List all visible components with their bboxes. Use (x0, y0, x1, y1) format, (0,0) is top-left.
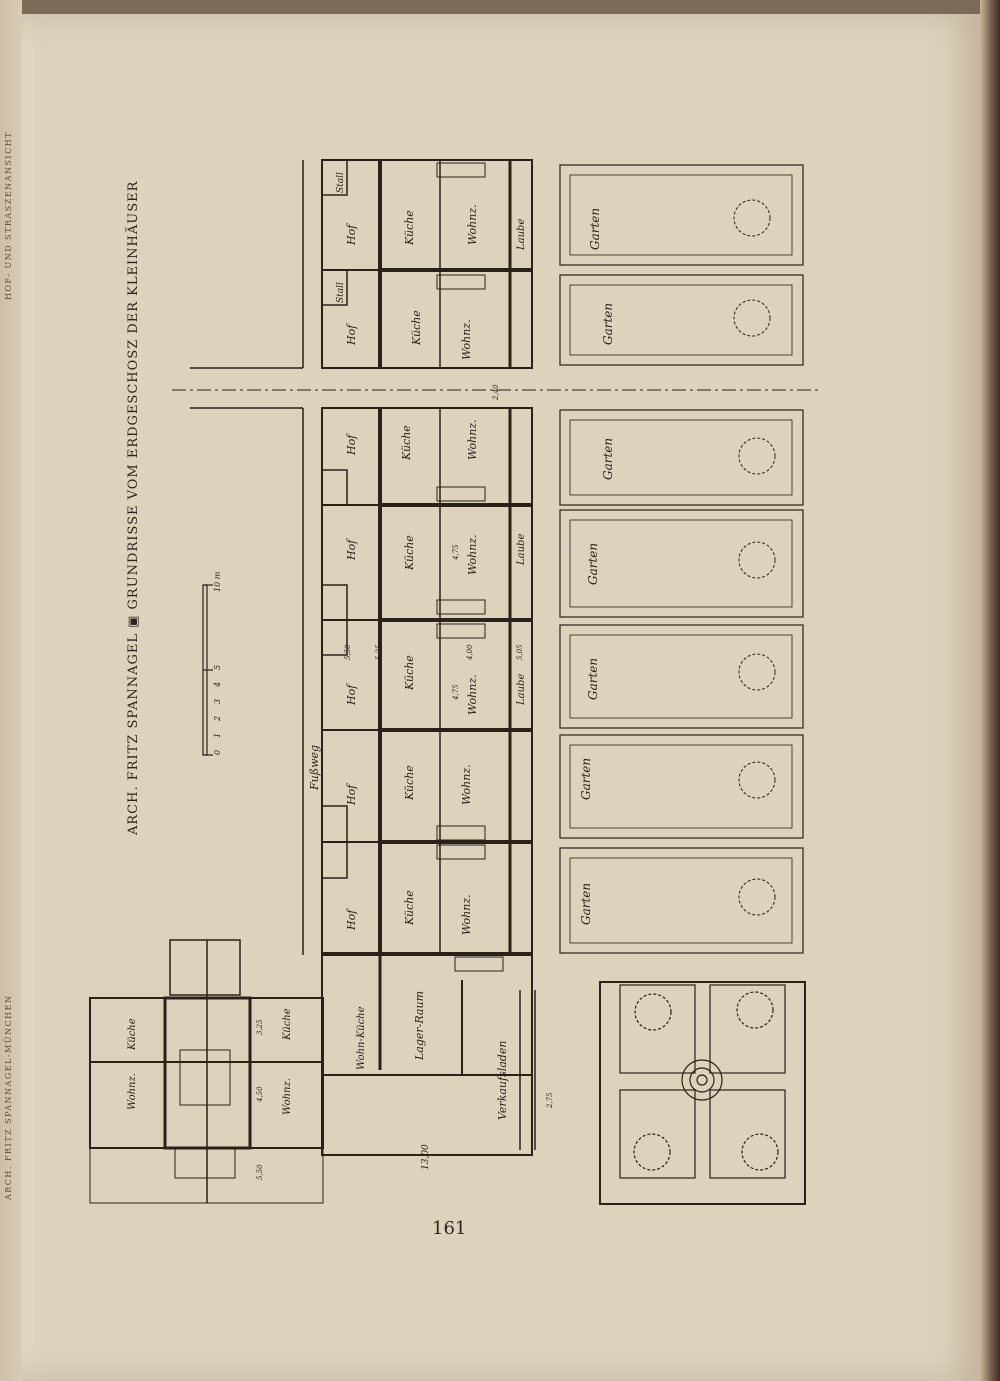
page-gutter: HOF- UND STRASZENANSICHT ARCH. FRITZ SPA… (0, 0, 22, 1381)
scale-tick-label: 4 (213, 682, 222, 688)
label-garten-2: Garten (601, 303, 615, 345)
label-kueche-5: Küche (403, 655, 416, 691)
label-laube-1: Laube (516, 219, 527, 251)
label-laube-3: Laube (516, 674, 527, 706)
footpath-lines (172, 160, 820, 955)
label-wohnz-3: Wohnz. (466, 419, 479, 460)
label-wohnz-4: Wohnz. (466, 534, 479, 575)
lower-house-row (321, 162, 533, 972)
dimension-text: 5,50 (256, 1164, 264, 1180)
label-hof-2: Hof (345, 323, 358, 346)
label-stall-2: Stall (336, 282, 346, 303)
shop-building (321, 954, 536, 1156)
dimension-figures: 4,75 4,75 4,00 5,50 5,05 2,75 2,40 4,50 … (256, 384, 554, 1180)
label-wohnz-5: Wohnz. (466, 674, 479, 715)
label-wohnz-6: Wohnz. (460, 764, 473, 805)
label-laube-2: Laube (516, 534, 527, 566)
scale-tick-label: 3 (213, 699, 222, 704)
label-hof-6: Hof (345, 783, 358, 806)
label-garten-1: Garten (588, 208, 602, 250)
label-wohnz-7: Wohnz. (460, 894, 473, 935)
dimension-text: 2,75 (546, 1092, 554, 1109)
page-edge (980, 0, 1000, 1381)
label-garten-6: Garten (579, 758, 593, 800)
dimension-text: 2,40 (492, 384, 500, 401)
label-kueche-7: Küche (403, 890, 416, 926)
label-garten-7: Garten (579, 883, 593, 925)
scale-tick-label: 5 (213, 665, 222, 670)
page-number: 161 (432, 1218, 467, 1239)
book-page (22, 14, 980, 1381)
scale-tick-label: 1 (213, 733, 222, 738)
scale-tick-label: 10 m (213, 571, 222, 592)
upper-house-block (321, 159, 533, 369)
dimension-text: 3,25 (256, 1019, 264, 1035)
dimension-text: 5,50 (344, 644, 352, 660)
label-wohnz-1: Wohnz. (466, 204, 479, 245)
dimension-text: 5,25 (375, 644, 383, 660)
dimension-text: 4,75 (452, 684, 460, 701)
label-hof-3: Hof (345, 433, 358, 456)
dimension-text: 4,75 (452, 544, 460, 561)
label-verkaufsladen: Verkaufsladen (496, 1041, 509, 1120)
plan-labels: Hof Hof Hof Hof Hof Hof Hof Stall Stall … (127, 172, 615, 1120)
label-lager-raum: Lager-Raum (413, 991, 426, 1061)
dimension-text: 4,00 (466, 644, 474, 661)
label-kueche-left-2: Küche (282, 1008, 293, 1041)
scale-bar-labels: 0 1 2 3 4 5 10 m (213, 571, 222, 755)
label-wohnz-left-2: Wohnz. (282, 1078, 293, 1115)
double-house (89, 939, 324, 1204)
label-kueche-3: Küche (400, 425, 413, 461)
label-wohn-kueche: Wohn-Küche (356, 1006, 367, 1070)
formal-garden (599, 981, 806, 1205)
label-kueche-1: Küche (403, 210, 416, 246)
label-garten-4: Garten (586, 543, 600, 585)
gardens (559, 164, 804, 954)
dimension-text: 4,50 (256, 1086, 264, 1103)
label-kueche-2: Küche (410, 310, 423, 346)
scale-tick-label: 2 (213, 716, 222, 722)
label-wohnz-2: Wohnz. (460, 319, 473, 360)
label-garten-3: Garten (601, 438, 615, 480)
label-hof-7: Hof (345, 908, 358, 931)
dimension-text: 5,05 (516, 644, 524, 660)
label-kueche-6: Küche (403, 765, 416, 801)
label-kueche-4: Küche (403, 535, 416, 571)
dimension-text: 13,00 (421, 1144, 431, 1170)
label-stall-1: Stall (336, 172, 346, 193)
scale-bar (202, 584, 213, 756)
label-kueche-left-1: Küche (127, 1018, 138, 1051)
label-garten-5: Garten (586, 658, 600, 700)
label-hof-5: Hof (345, 683, 358, 706)
label-wohnz-left-1: Wohnz. (127, 1073, 138, 1110)
scale-tick-label: 0 (213, 750, 222, 755)
label-hof-4: Hof (345, 538, 358, 561)
label-fussweg: Fußweg (308, 745, 321, 791)
label-hof-1: Hof (345, 223, 358, 246)
